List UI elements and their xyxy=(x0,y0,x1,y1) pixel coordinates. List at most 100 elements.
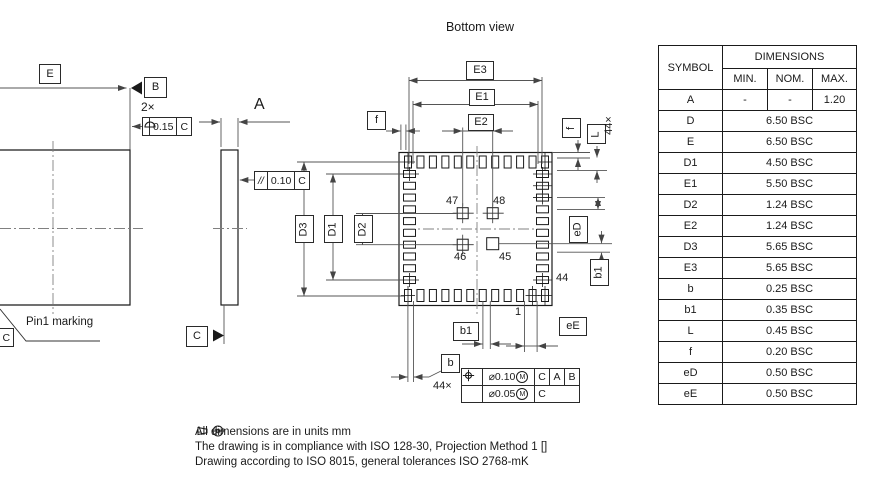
row-symbol: f xyxy=(658,341,723,363)
dim-label-f-right: f xyxy=(562,118,581,138)
row-value: 0.50 BSC xyxy=(722,362,857,384)
position-datum-c: C xyxy=(534,369,549,385)
pin44-label: 44 xyxy=(556,272,569,284)
flatness-fcf-partial: 0.15 C xyxy=(0,328,15,347)
view-title: Bottom view xyxy=(445,20,515,34)
side-view-outline xyxy=(220,149,239,306)
row-value: 6.50 BSC xyxy=(722,110,857,132)
pad46-label: 46 xyxy=(454,251,467,263)
table-header-dimensions: DIMENSIONS xyxy=(722,45,857,69)
datum-c-label: C xyxy=(186,326,208,347)
dim-label-b1-right: b1 xyxy=(590,259,609,286)
dim-label-f-top: f xyxy=(367,111,386,130)
dimensions-table: SYMBOL DIMENSIONS MIN. NOM. MAX. A - - 1… xyxy=(658,45,857,405)
dim-label-b1-bottom: b1 xyxy=(453,322,479,341)
note-line3: Drawing according to ISO 8015, general t… xyxy=(195,456,529,469)
row-min: - xyxy=(722,89,768,111)
row-symbol: A xyxy=(658,89,723,111)
row-value: 0.35 BSC xyxy=(722,299,857,321)
row-symbol: D3 xyxy=(658,236,723,258)
pins xyxy=(400,152,552,305)
dim-label-e2: E2 xyxy=(468,114,494,131)
row-value: 0.25 BSC xyxy=(722,278,857,300)
row-value: 5.50 BSC xyxy=(722,173,857,195)
position-datum-c2: C xyxy=(534,386,549,402)
top-view-outline xyxy=(0,149,131,306)
row-value: 1.24 BSC xyxy=(722,215,857,237)
dim-label-ed: eD xyxy=(569,216,588,243)
dim-label-l: L xyxy=(587,124,606,144)
row-symbol: eE xyxy=(658,383,723,405)
dimension-lines xyxy=(0,77,612,382)
pad45-label: 45 xyxy=(499,251,512,263)
dim-label-d3: D3 xyxy=(295,215,314,243)
profile-of-surface-icon xyxy=(143,118,156,135)
position-datum-a: A xyxy=(549,369,564,385)
note-line1: All dimensions are in units mm xyxy=(195,426,351,438)
pad48-label: 48 xyxy=(493,195,506,207)
row-symbol: E1 xyxy=(658,173,723,195)
row-value: 0.50 BSC xyxy=(722,383,857,405)
row-symbol: E xyxy=(658,131,723,153)
row-value: 6.50 BSC xyxy=(722,131,857,153)
row-value: 0.45 BSC xyxy=(722,320,857,342)
parallelism-icon: // xyxy=(258,174,264,187)
parallelism-fcf: // 0.10 C xyxy=(254,171,310,190)
pin1-marking-label: Pin1 marking xyxy=(26,316,94,328)
table-col-nom: NOM. xyxy=(767,68,813,90)
parallelism-datum: C xyxy=(294,172,309,189)
row-symbol: b1 xyxy=(658,299,723,321)
pin-count-right: 44× xyxy=(602,115,615,135)
table-header-symbol: SYMBOL xyxy=(658,45,723,90)
two-x-label: 2× xyxy=(141,100,155,114)
first-angle-projection-icon xyxy=(197,425,225,437)
dim-label-e3: E3 xyxy=(466,61,494,80)
row-nom: - xyxy=(767,89,813,111)
dim-label-d2: D2 xyxy=(354,215,373,243)
datum-b-label: B xyxy=(144,77,167,98)
row-symbol: D2 xyxy=(658,194,723,216)
row-value: 5.65 BSC xyxy=(722,236,857,258)
centerlines xyxy=(0,141,550,316)
table-col-max: MAX. xyxy=(812,68,857,90)
row-symbol: eD xyxy=(658,362,723,384)
row-value: 0.20 BSC xyxy=(722,341,857,363)
dim-label-a: A xyxy=(254,96,265,113)
datum-b-triangle-icon xyxy=(131,81,142,95)
datum-c-triangle-icon xyxy=(213,329,224,342)
dim-label-ee: eE xyxy=(559,317,587,336)
position-icon xyxy=(462,369,482,402)
dim-label-d1: D1 xyxy=(324,215,343,243)
flatness-partial-datum: C xyxy=(0,329,13,346)
note-line2: The drawing is in compliance with ISO 12… xyxy=(195,425,547,455)
row-value: 5.65 BSC xyxy=(722,257,857,279)
datum-triangles xyxy=(131,81,224,342)
row-symbol: E2 xyxy=(658,215,723,237)
pin1-label: 1 xyxy=(515,306,522,318)
row-value: 1.24 BSC xyxy=(722,194,857,216)
position-datum-b: B xyxy=(564,369,579,385)
row-symbol: D xyxy=(658,110,723,132)
table-col-min: MIN. xyxy=(722,68,768,90)
pad47-label: 47 xyxy=(446,195,459,207)
row-symbol: E3 xyxy=(658,257,723,279)
row-value: 4.50 BSC xyxy=(722,152,857,174)
